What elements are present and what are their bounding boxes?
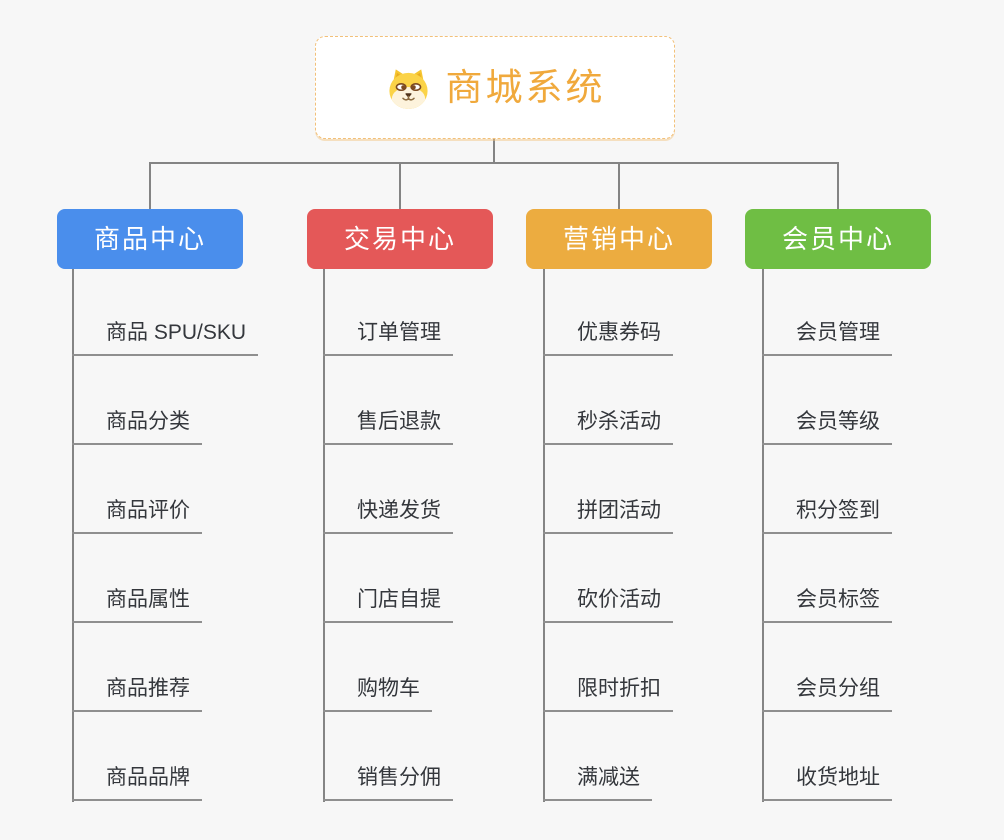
leaf-node[interactable]: 商品 SPU/SKU bbox=[72, 319, 259, 356]
branch-label: 交易中心 bbox=[343, 224, 456, 254]
leaf-node[interactable]: 订单管理 bbox=[323, 319, 453, 356]
leaf-node[interactable]: 优惠券码 bbox=[543, 319, 673, 356]
leaf-node[interactable]: 会员标签 bbox=[762, 586, 892, 623]
leaf-node[interactable]: 门店自提 bbox=[323, 586, 453, 623]
leaf-node[interactable]: 满减送 bbox=[543, 764, 652, 801]
branch-node-marketing-center[interactable]: 营销中心 bbox=[526, 209, 712, 269]
leaf-node[interactable]: 秒杀活动 bbox=[543, 408, 673, 445]
connector-drop bbox=[837, 163, 839, 209]
branch-node-member-center[interactable]: 会员中心 bbox=[745, 209, 931, 269]
leaf-node[interactable]: 商品分类 bbox=[72, 408, 202, 445]
connector-drop bbox=[399, 163, 401, 209]
leaf-node[interactable]: 快递发货 bbox=[323, 497, 453, 534]
connector-drop bbox=[149, 163, 151, 209]
leaf-node[interactable]: 购物车 bbox=[323, 675, 432, 712]
dog-face-icon bbox=[388, 68, 428, 109]
branch-label: 营销中心 bbox=[562, 224, 675, 254]
root-label: 商城系统 bbox=[445, 67, 606, 108]
leaf-node[interactable]: 售后退款 bbox=[323, 408, 453, 445]
connector-trunk bbox=[762, 269, 764, 802]
root-node[interactable]: 商城系统 bbox=[315, 36, 675, 139]
leaf-node[interactable]: 拼团活动 bbox=[543, 497, 673, 534]
connector-trunk bbox=[323, 269, 325, 802]
leaf-node[interactable]: 限时折扣 bbox=[543, 675, 673, 712]
leaf-node[interactable]: 商品评价 bbox=[72, 497, 202, 534]
leaf-node[interactable]: 会员分组 bbox=[762, 675, 892, 712]
branch-label: 商品中心 bbox=[93, 224, 206, 254]
branch-label: 会员中心 bbox=[781, 224, 894, 254]
leaf-node[interactable]: 砍价活动 bbox=[543, 586, 673, 623]
branch-node-trade-center[interactable]: 交易中心 bbox=[307, 209, 493, 269]
connector-bus bbox=[149, 162, 839, 164]
leaf-node[interactable]: 积分签到 bbox=[762, 497, 892, 534]
connector-drop bbox=[618, 163, 620, 209]
leaf-node[interactable]: 商品属性 bbox=[72, 586, 202, 623]
leaf-node[interactable]: 销售分佣 bbox=[323, 764, 453, 801]
leaf-node[interactable]: 会员管理 bbox=[762, 319, 892, 356]
connector-root-stub bbox=[493, 138, 495, 163]
leaf-node[interactable]: 商品推荐 bbox=[72, 675, 202, 712]
leaf-node[interactable]: 会员等级 bbox=[762, 408, 892, 445]
connector-trunk bbox=[543, 269, 545, 802]
branch-node-product-center[interactable]: 商品中心 bbox=[57, 209, 243, 269]
leaf-node[interactable]: 商品品牌 bbox=[72, 764, 202, 801]
leaf-node[interactable]: 收货地址 bbox=[762, 764, 892, 801]
connector-trunk bbox=[72, 269, 74, 802]
